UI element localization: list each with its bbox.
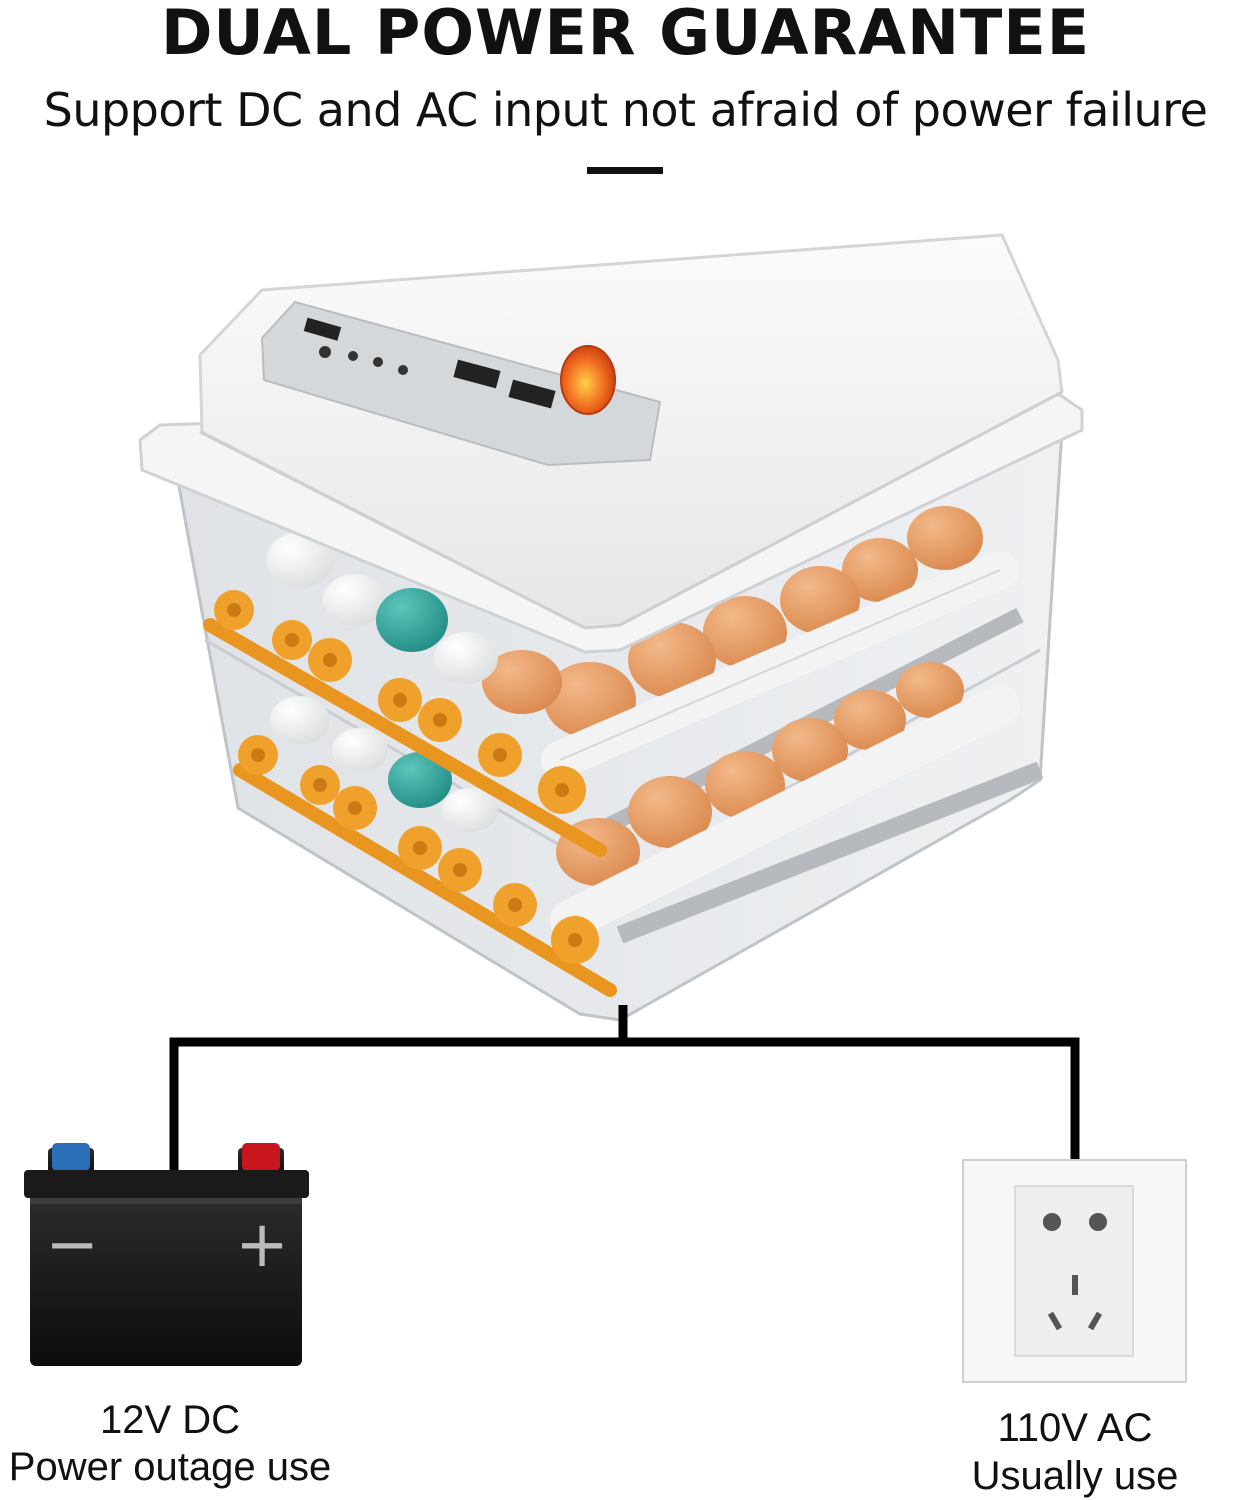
ac-voltage-label: 110V AC	[997, 1406, 1153, 1450]
wall-socket-icon	[962, 1159, 1187, 1383]
positive-terminal-icon	[242, 1143, 280, 1171]
negative-symbol: −	[45, 1208, 99, 1282]
negative-terminal-icon	[52, 1143, 90, 1171]
dc-voltage-label: 12V DC	[99, 1398, 241, 1442]
control-panel-icon	[260, 300, 662, 467]
dc-usage-label: Power outage use	[8, 1445, 332, 1489]
headline: DUAL POWER GUARANTEE	[160, 0, 1091, 69]
dc-wire	[169, 1037, 623, 1170]
ac-usage-label: Usually use	[971, 1454, 1179, 1498]
subheadline: Support DC and AC input not afraid of po…	[43, 83, 1208, 137]
power-wiring	[169, 1005, 1080, 1170]
ac-wire	[623, 1037, 1080, 1160]
egg-row-upper	[266, 506, 983, 738]
positive-symbol: +	[235, 1208, 289, 1282]
car-battery-icon: − +	[24, 1143, 309, 1366]
gear-rack-lower	[233, 735, 617, 997]
gear-rack-upper	[203, 590, 607, 857]
incubator-icon	[138, 233, 1084, 1022]
title-divider	[587, 167, 663, 174]
candling-egg-light-icon	[560, 345, 616, 415]
